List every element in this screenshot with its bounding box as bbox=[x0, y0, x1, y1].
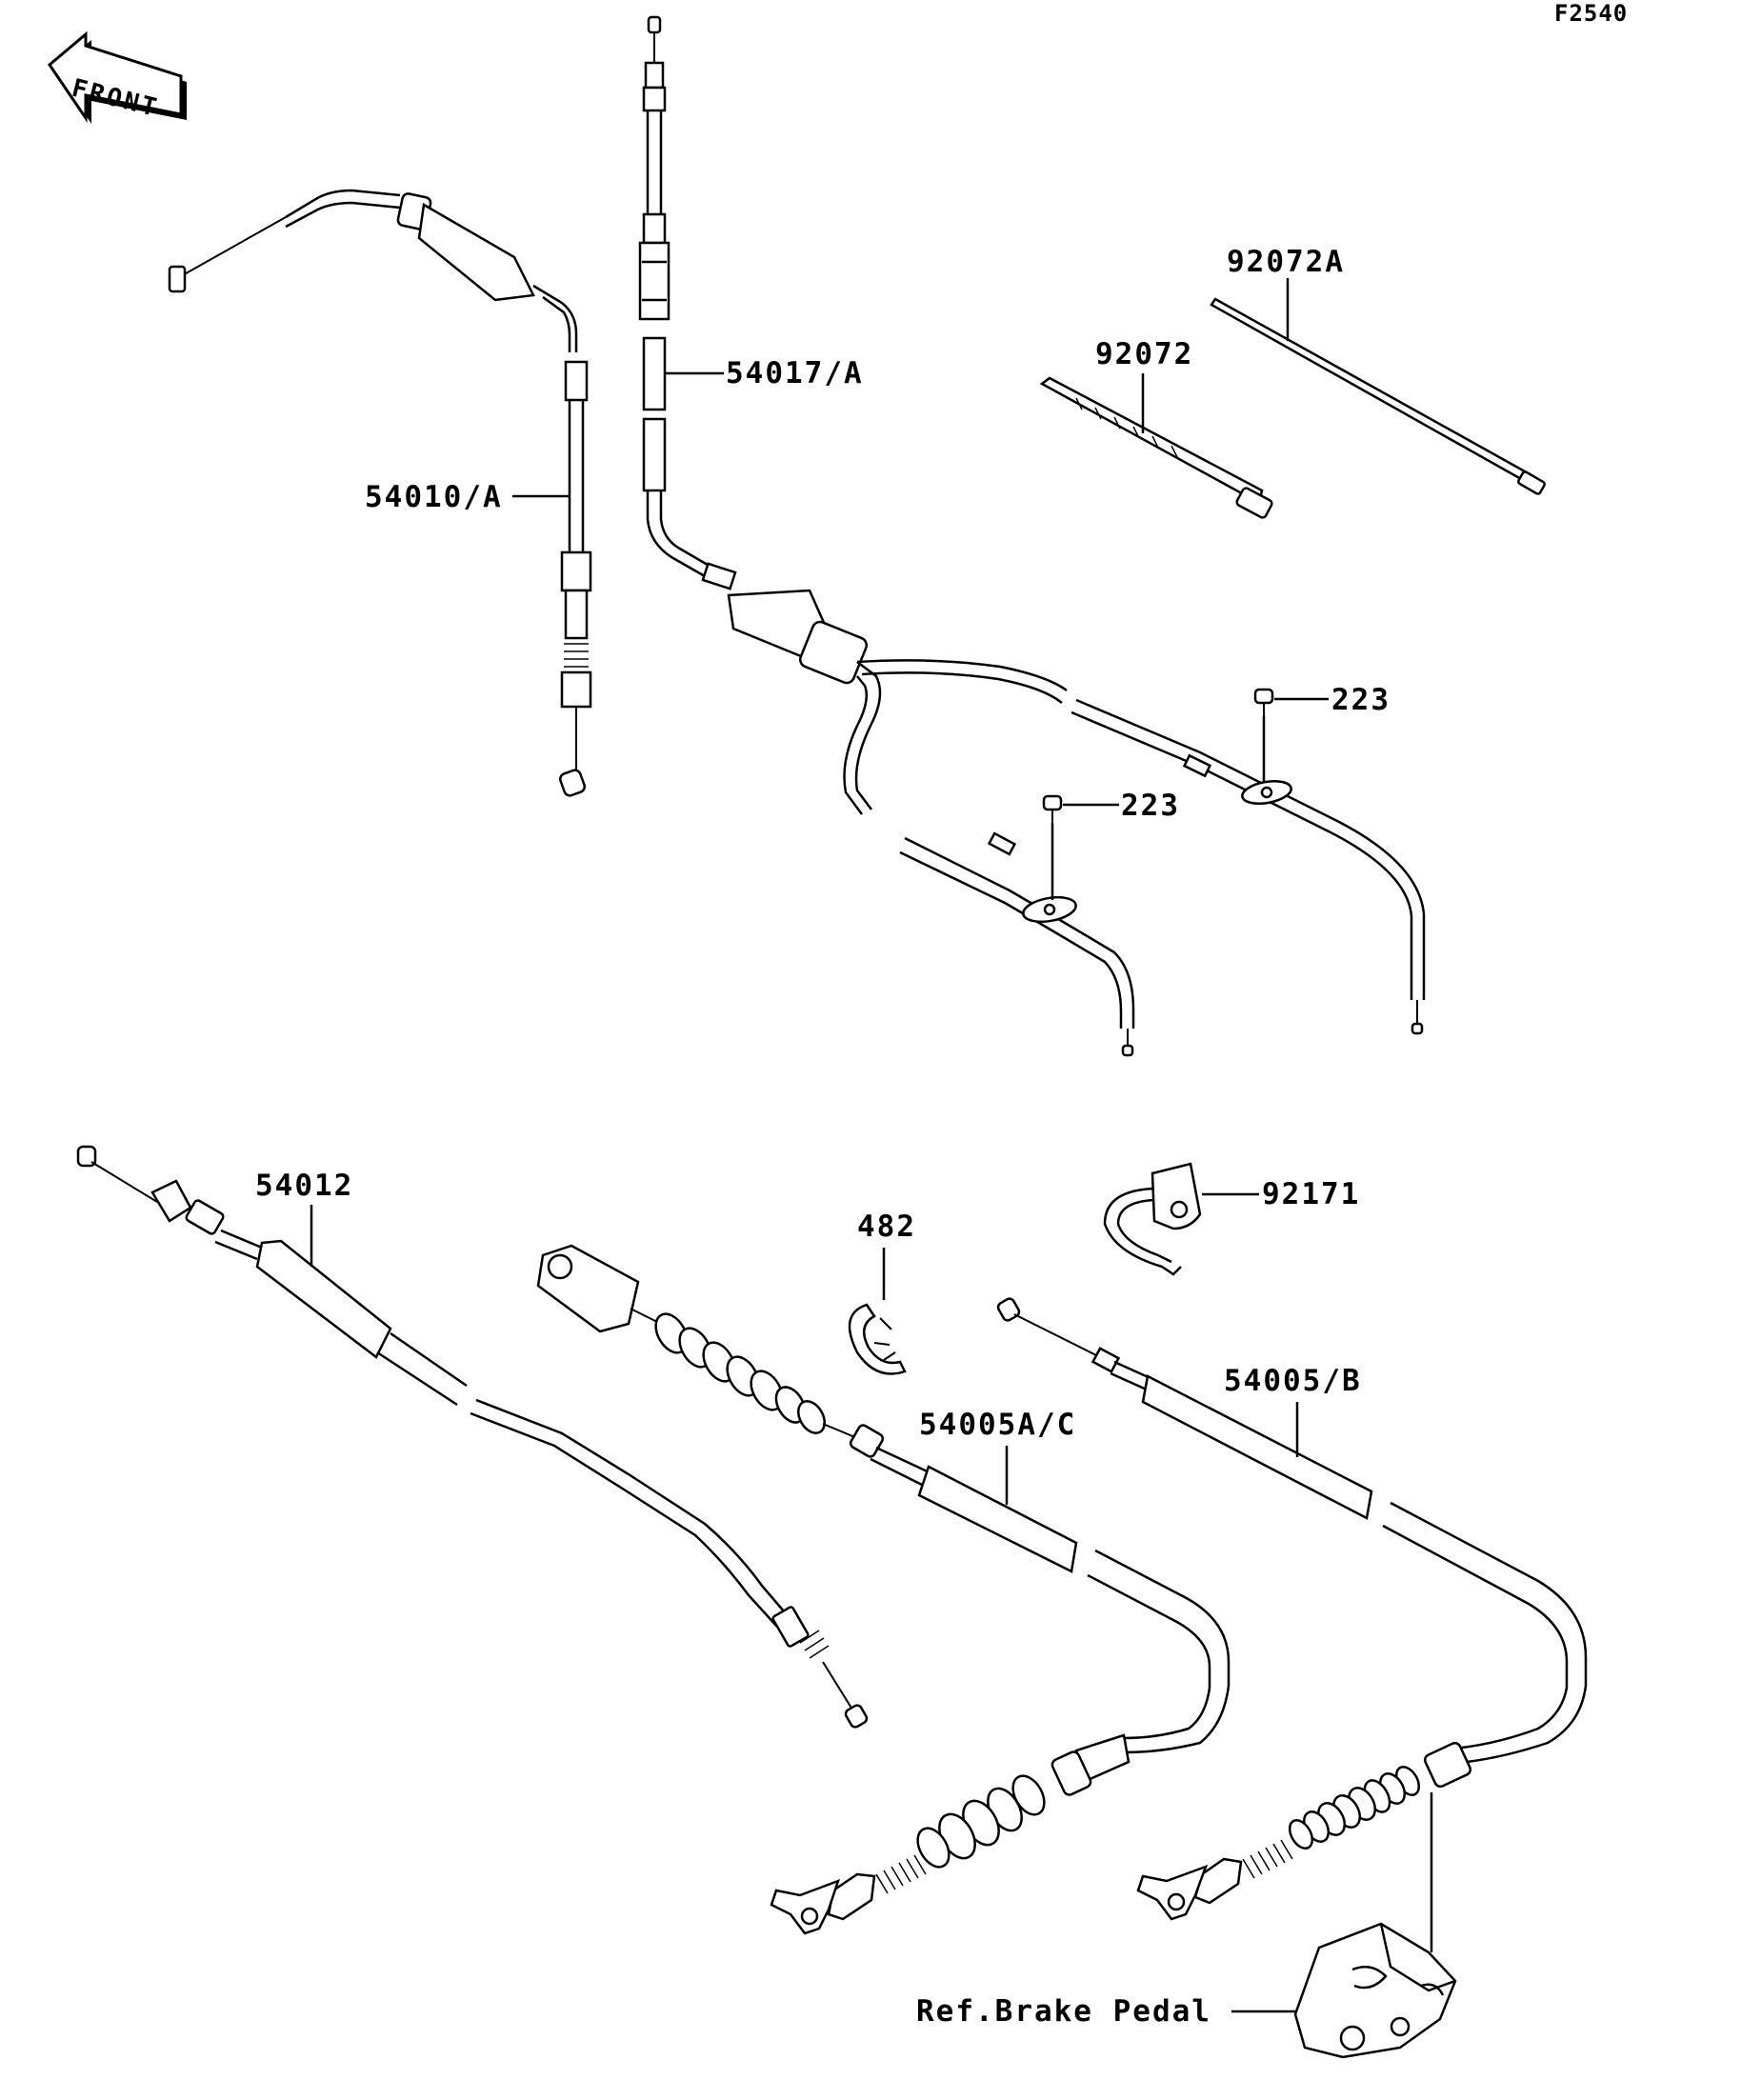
label-92072A[interactable]: 92072A bbox=[1227, 245, 1345, 279]
clip-482[interactable] bbox=[848, 1303, 907, 1375]
label-482[interactable]: 482 bbox=[857, 1210, 916, 1244]
figure-id: F2540 bbox=[1554, 0, 1628, 27]
front-arrow-icon: FRONT bbox=[47, 30, 187, 124]
label-54010A[interactable]: 54010/A bbox=[365, 480, 503, 514]
brake-pedal-bracket[interactable] bbox=[1293, 1922, 1457, 2059]
cable-54005B[interactable] bbox=[996, 1297, 1588, 1921]
label-ref-brake-pedal[interactable]: Ref.Brake Pedal bbox=[916, 1994, 1211, 2029]
cable-54012[interactable] bbox=[76, 1145, 869, 1729]
cable-tie-92072[interactable] bbox=[1039, 376, 1273, 519]
bolt-223-right[interactable] bbox=[1253, 688, 1274, 783]
rubber-boot bbox=[654, 1312, 826, 1434]
rubber-boot-54005B bbox=[1288, 1766, 1421, 1850]
label-92171[interactable]: 92171 bbox=[1262, 1177, 1360, 1211]
label-223-left[interactable]: 223 bbox=[1121, 789, 1180, 823]
label-92072[interactable]: 92072 bbox=[1095, 337, 1193, 371]
cable-54005AC[interactable] bbox=[536, 1244, 1231, 1935]
cable-tie-92072A[interactable] bbox=[1210, 297, 1546, 495]
label-54005AC[interactable]: 54005A/C bbox=[919, 1408, 1076, 1442]
cable-54010A[interactable] bbox=[168, 189, 592, 797]
cable-54017A[interactable] bbox=[638, 15, 1426, 1057]
label-54012[interactable]: 54012 bbox=[255, 1169, 353, 1203]
bolt-223-left[interactable] bbox=[1042, 794, 1063, 900]
label-223-right[interactable]: 223 bbox=[1331, 683, 1391, 717]
label-54005B[interactable]: 54005/B bbox=[1224, 1364, 1362, 1398]
bracket-92171[interactable] bbox=[1103, 1162, 1202, 1276]
rubber-boot-lower bbox=[916, 1774, 1046, 1869]
label-54017A[interactable]: 54017/A bbox=[726, 356, 864, 390]
